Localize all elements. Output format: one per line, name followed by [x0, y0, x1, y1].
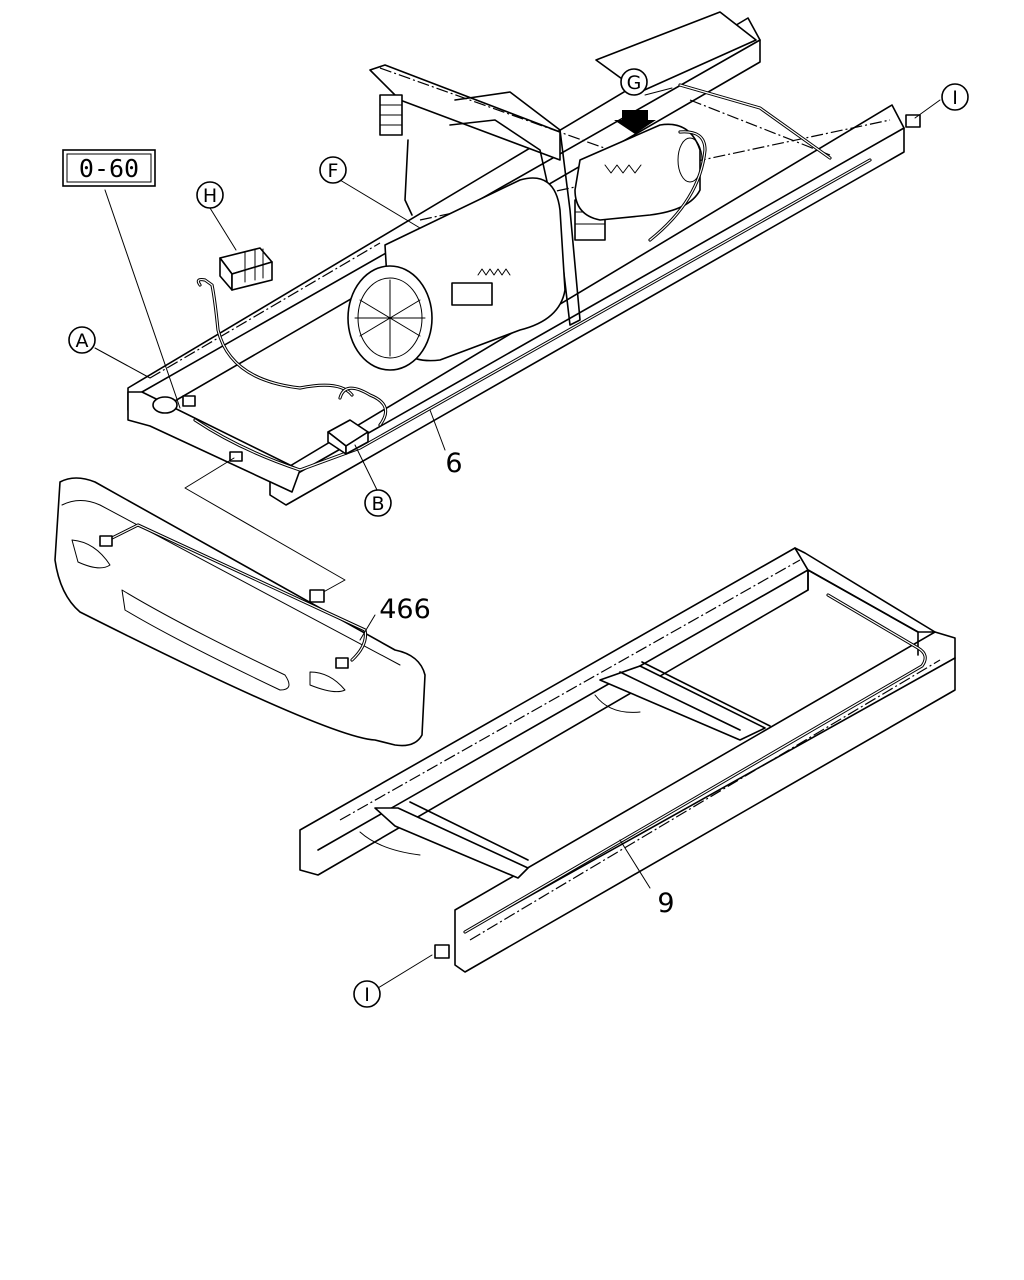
callout-i-top: I [941, 83, 969, 111]
callout-h-label: H [203, 185, 217, 207]
part-number-466: 466 [379, 594, 431, 625]
harness-6-wire [152, 83, 872, 472]
callout-ref-box: 0-60 [62, 149, 156, 187]
callout-a: A [68, 326, 96, 354]
callout-g-label: G [627, 72, 642, 94]
end-plug-top [905, 114, 921, 128]
ref-box-label: 0-60 [79, 154, 139, 183]
engine [347, 177, 566, 371]
callout-i-top-label: I [952, 87, 958, 109]
callout-i-bottom-label: I [364, 984, 370, 1006]
connector-h [219, 247, 273, 291]
callout-b-label: B [371, 493, 384, 515]
callout-h: H [196, 181, 224, 209]
callout-a-label: A [76, 330, 89, 352]
callout-f-label: F [328, 160, 339, 182]
callout-i-bottom: I [353, 980, 381, 1008]
callout-f: F [319, 156, 347, 184]
callout-g: G [620, 68, 648, 96]
part-number-9: 9 [657, 888, 674, 919]
front-bumper [54, 477, 426, 747]
leader-lines [94, 87, 941, 989]
part-number-6: 6 [445, 448, 462, 479]
end-plug-bottom [434, 944, 450, 959]
rear-chassis-frame [299, 547, 956, 973]
down-arrow-icon [614, 110, 656, 134]
callout-b: B [364, 489, 392, 517]
bumper-link-line [184, 457, 346, 596]
